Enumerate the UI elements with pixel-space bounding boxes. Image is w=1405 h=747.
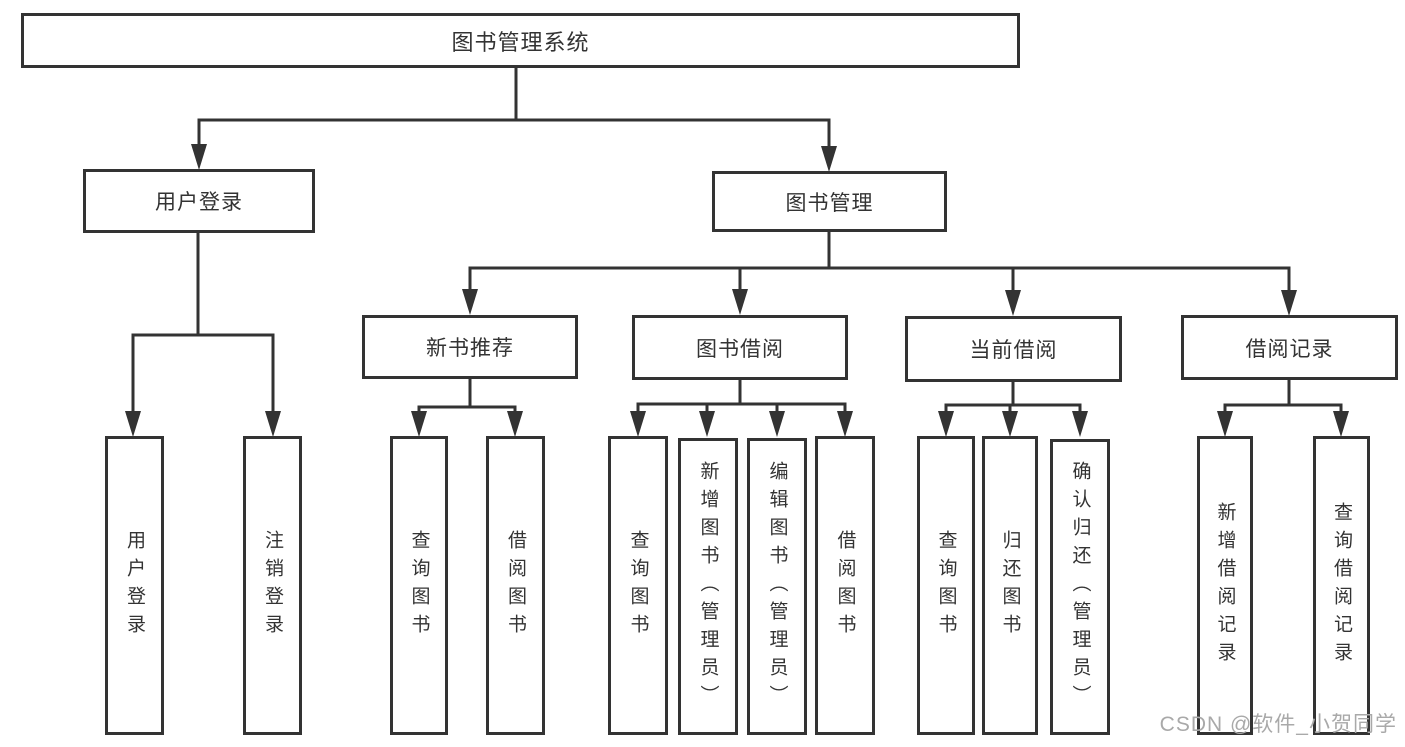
leaf-confirm-return-admin: 确认归还（管理员） [1050, 439, 1110, 735]
leaf-add-books-admin: 新增图书（管理员） [678, 438, 738, 735]
watermark: CSDN @软件_小贺同学 [1159, 713, 1397, 736]
leaf-return-books: 归还图书 [982, 436, 1038, 735]
node-borrowing-records: 借阅记录 [1181, 315, 1398, 380]
node-new-book-recommendation: 新书推荐 [362, 315, 578, 379]
node-current-borrowing: 当前借阅 [905, 316, 1122, 382]
leaf-query-books-borrow: 查询图书 [608, 436, 668, 735]
leaf-user-login: 用户登录 [105, 436, 164, 735]
leaf-borrow-books-recommend: 借阅图书 [486, 436, 545, 735]
node-library-management-system: 图书管理系统 [21, 13, 1020, 68]
node-book-management: 图书管理 [712, 171, 947, 232]
node-book-borrowing: 图书借阅 [632, 315, 848, 380]
leaf-edit-books-admin: 编辑图书（管理员） [747, 438, 807, 735]
leaf-add-borrow-record: 新增借阅记录 [1197, 436, 1253, 735]
leaf-query-books-current: 查询图书 [917, 436, 975, 735]
leaf-borrow-books-borrow: 借阅图书 [815, 436, 875, 735]
leaf-query-borrow-record: 查询借阅记录 [1313, 436, 1370, 735]
leaf-logout-login: 注销登录 [243, 436, 302, 735]
leaf-query-books-recommend: 查询图书 [390, 436, 448, 735]
node-user-login: 用户登录 [83, 169, 315, 233]
